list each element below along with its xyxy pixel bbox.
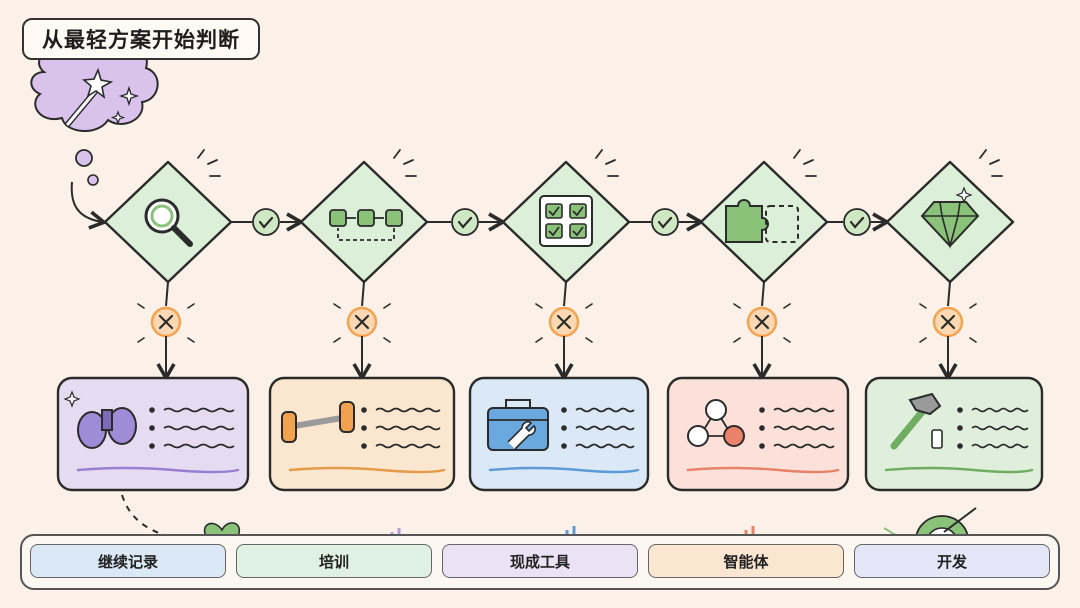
dumbbell-icon [281,401,355,443]
reject-icon [333,303,391,343]
sparkle-lines [793,149,817,177]
down-line [761,281,765,307]
magic-wand-cloud [30,37,159,186]
toolbox-icon [487,399,549,451]
reject-icon [919,303,977,343]
option-card-develop [864,376,1044,492]
diamond-gem-icon [920,186,980,250]
down-line [361,281,365,307]
option-tag-develop[interactable]: 开发 [854,544,1050,578]
down-line [563,281,567,307]
binoculars-icon [63,390,137,449]
check-icon [843,208,871,236]
reject-icon [733,303,791,343]
option-tag-existing-tools[interactable]: 现成工具 [442,544,638,578]
decision-step-continue [103,160,233,284]
checklist-icon [539,195,593,247]
reject-icon [137,303,195,343]
check-icon [451,208,479,236]
sparkle-lines [197,149,221,177]
page-title: 从最轻方案开始判断 [22,18,260,60]
sparkle-lines [595,149,619,177]
option-tag-agent[interactable]: 智能体 [648,544,844,578]
option-tag-continue[interactable]: 继续记录 [30,544,226,578]
network-nodes-icon [687,399,745,447]
decision-step-develop [885,160,1015,284]
decision-step-agent [699,160,829,284]
process-flow-icon [329,209,403,241]
sparkle-lines [979,149,1003,177]
check-icon [252,208,280,236]
magnifier-icon [144,198,193,247]
puzzle-icon [725,199,799,243]
down-line [165,281,169,307]
option-card-training [268,376,456,492]
option-card-existing-tools [468,376,650,492]
option-tag-training[interactable]: 培训 [236,544,432,578]
flow-layer [56,149,1044,492]
decision-step-existing-tools [501,160,631,284]
reject-icon [535,303,593,343]
hammer-icon [890,392,943,450]
down-line [947,281,951,307]
decision-step-training [299,160,429,284]
check-icon [651,208,679,236]
option-card-continue [56,376,250,492]
sparkle-lines [393,149,417,177]
option-card-agent [666,376,850,492]
magic-wand-icon [65,67,140,127]
